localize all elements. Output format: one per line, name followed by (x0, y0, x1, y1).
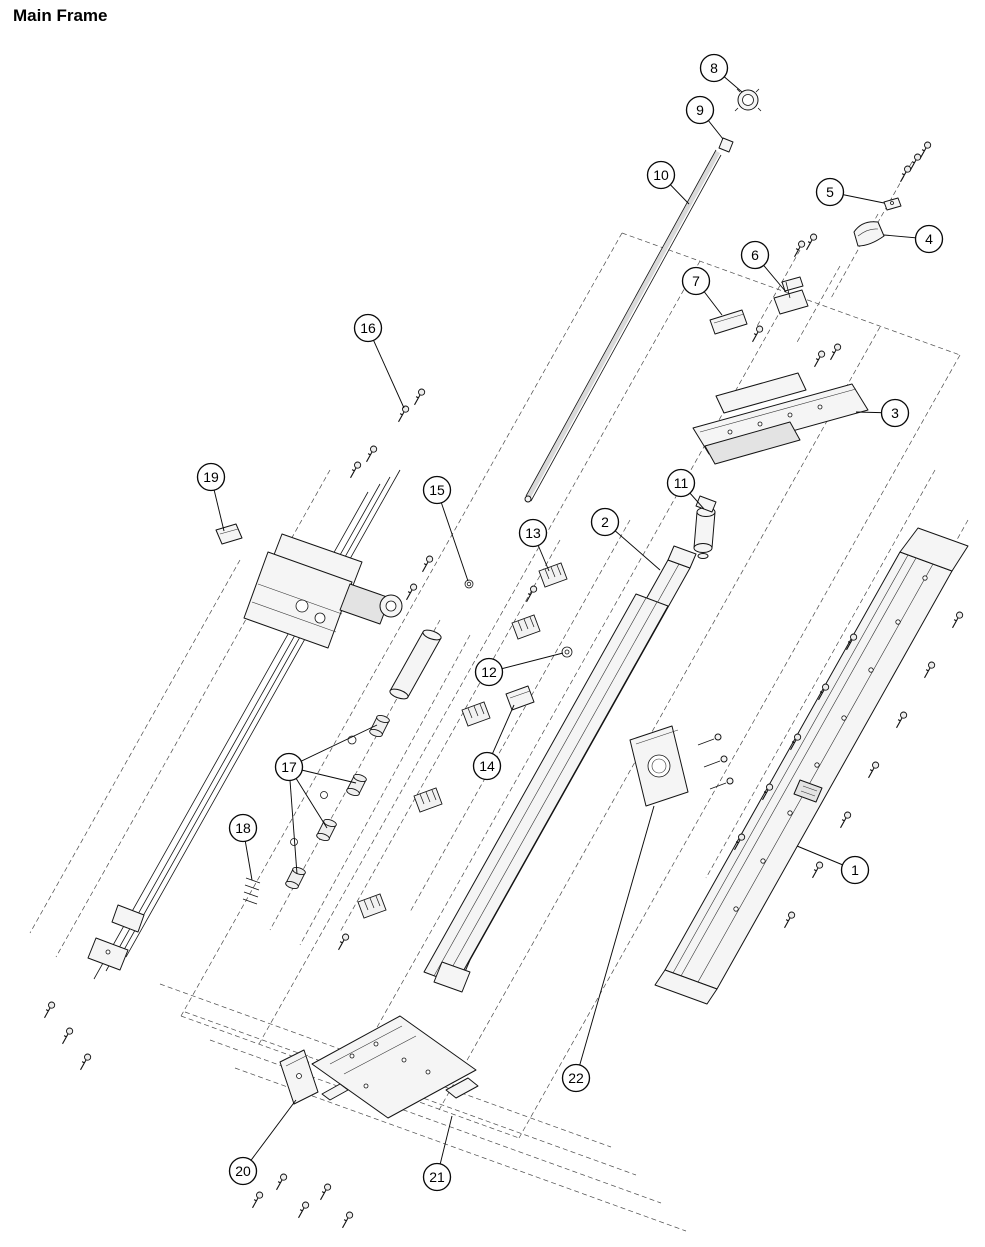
callout-balloon-9: 9 (685, 95, 715, 125)
callout-circle (472, 751, 502, 781)
callout-number: 9 (696, 102, 704, 118)
callout-number: 18 (235, 820, 251, 836)
callout-number: 7 (692, 273, 700, 289)
callout-leader-line (288, 724, 378, 768)
page-title: Main Frame (13, 6, 108, 25)
callout-leader-line (367, 327, 405, 409)
callout-circle (590, 507, 620, 537)
callout-circle (699, 53, 729, 83)
callout-circle (422, 475, 452, 505)
callout-balloon-10: 10 (646, 160, 676, 190)
callout-circle (666, 468, 696, 498)
middle-rail-assembly (337, 545, 697, 993)
callout-number: 19 (203, 469, 219, 485)
callout-balloon-16: 16 (353, 313, 383, 343)
tension-bracket (629, 725, 734, 807)
main-frame-part (654, 527, 969, 1005)
base-plate-assembly (43, 1001, 479, 1229)
callout-circle (422, 1162, 452, 1192)
callout-number: 15 (429, 482, 445, 498)
callout-balloon-3: 3 (880, 398, 910, 428)
callout-balloon-14: 14 (472, 751, 502, 781)
callout-balloon-4: 4 (914, 224, 944, 254)
callout-number: 8 (710, 60, 718, 76)
callout-circle (474, 657, 504, 687)
callout-number: 21 (429, 1169, 445, 1185)
callout-circle (840, 855, 870, 885)
callout-number: 1 (851, 862, 859, 878)
callout-number: 14 (479, 758, 495, 774)
callout-number: 13 (525, 525, 541, 541)
callout-balloon-22: 22 (561, 1063, 591, 1093)
callout-leader-line (575, 805, 655, 1079)
callout-balloon-6: 6 (740, 240, 770, 270)
callout-circle (646, 160, 676, 190)
callout-circle (880, 398, 910, 428)
callout-number: 3 (891, 405, 899, 421)
callout-circle (228, 813, 258, 843)
callout-circle (518, 518, 548, 548)
callout-circle (196, 462, 226, 492)
callout-leader-line (436, 489, 469, 582)
callout-balloon-19: 19 (196, 462, 226, 492)
callout-balloon-11: 11 (666, 468, 696, 498)
callout-balloon-18: 18 (228, 813, 258, 843)
callout-balloon-20: 20 (228, 1156, 258, 1186)
callout-number: 5 (826, 184, 834, 200)
callout-number: 20 (235, 1163, 251, 1179)
callout-balloon-2: 2 (590, 507, 620, 537)
callout-balloon-7: 7 (681, 266, 711, 296)
callout-circle (228, 1156, 258, 1186)
callout-balloon-1: 1 (840, 855, 870, 885)
callout-circle (815, 177, 845, 207)
callout-balloon-13: 13 (518, 518, 548, 548)
damper-cylinder (693, 495, 717, 559)
callout-circle (681, 266, 711, 296)
callout-number: 22 (568, 1070, 584, 1086)
callout-balloon-5: 5 (815, 177, 845, 207)
carriage-rail-assembly (87, 388, 426, 980)
callout-leader-line (288, 766, 298, 875)
callout-number: 10 (653, 167, 669, 183)
callout-circle (914, 224, 944, 254)
callout-circle (740, 240, 770, 270)
callout-number: 16 (360, 320, 376, 336)
callout-number: 2 (601, 514, 609, 530)
callout-number: 4 (925, 231, 933, 247)
callout-balloon-12: 12 (474, 657, 504, 687)
callout-number: 6 (751, 247, 759, 263)
callout-circle (685, 95, 715, 125)
callout-balloon-17: 17 (274, 752, 304, 782)
callout-balloon-15: 15 (422, 475, 452, 505)
callout-leader-line (242, 1099, 297, 1172)
callout-balloon-8: 8 (699, 53, 729, 83)
callout-circle (353, 313, 383, 343)
callout-number: 12 (481, 664, 497, 680)
guide-shaft-group (524, 88, 762, 503)
bracket-assembly (692, 141, 932, 465)
callout-balloon-21: 21 (422, 1162, 452, 1192)
callout-number: 17 (281, 759, 297, 775)
callout-number: 11 (674, 475, 689, 491)
roller-spring-group (242, 713, 391, 905)
callout-circle (274, 752, 304, 782)
callout-circle (561, 1063, 591, 1093)
